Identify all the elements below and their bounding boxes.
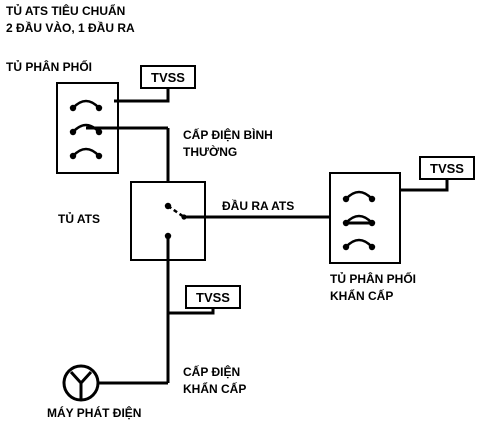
tvss-ats-group: TVSS [168,285,241,315]
ats-panel [130,181,330,261]
emergency-distribution-panel [329,172,401,264]
normal-supply-label-1: CẤP ĐIỆN BÌNH [183,128,273,142]
normal-supply-label-2: THƯỜNG [183,145,238,159]
emergency-supply-label-2: KHẨN CẤP [183,382,247,396]
emergency-panel-label-1: TỦ PHÂN PHỐI [330,272,417,286]
emergency-panel-label-2: KHẨN CẤP [330,289,394,303]
generator-icon [62,364,100,402]
ats-output-label: ĐẦU RA ATS [222,199,295,213]
emergency-supply-label-1: CẤP ĐIỆN [183,365,241,379]
ats-switch-blade [167,204,185,219]
generator-label: MÁY PHÁT ĐIỆN [47,406,142,420]
title-line-1: TỦ ATS TIÊU CHUẨN [6,4,126,18]
tvss-emergency-group: TVSS [400,156,475,192]
main-panel-label: TỦ PHÂN PHỐI [6,60,93,74]
tvss-ats-label: TVSS [196,290,230,305]
title-line-2: 2 ĐẦU VÀO, 1 ĐẦU RA [6,21,135,35]
tvss-emergency-label: TVSS [430,161,464,176]
tvss-main-label: TVSS [151,70,185,85]
tvss-main-group: TVSS [114,65,196,103]
ats-panel-label: TỦ ATS [58,212,100,226]
